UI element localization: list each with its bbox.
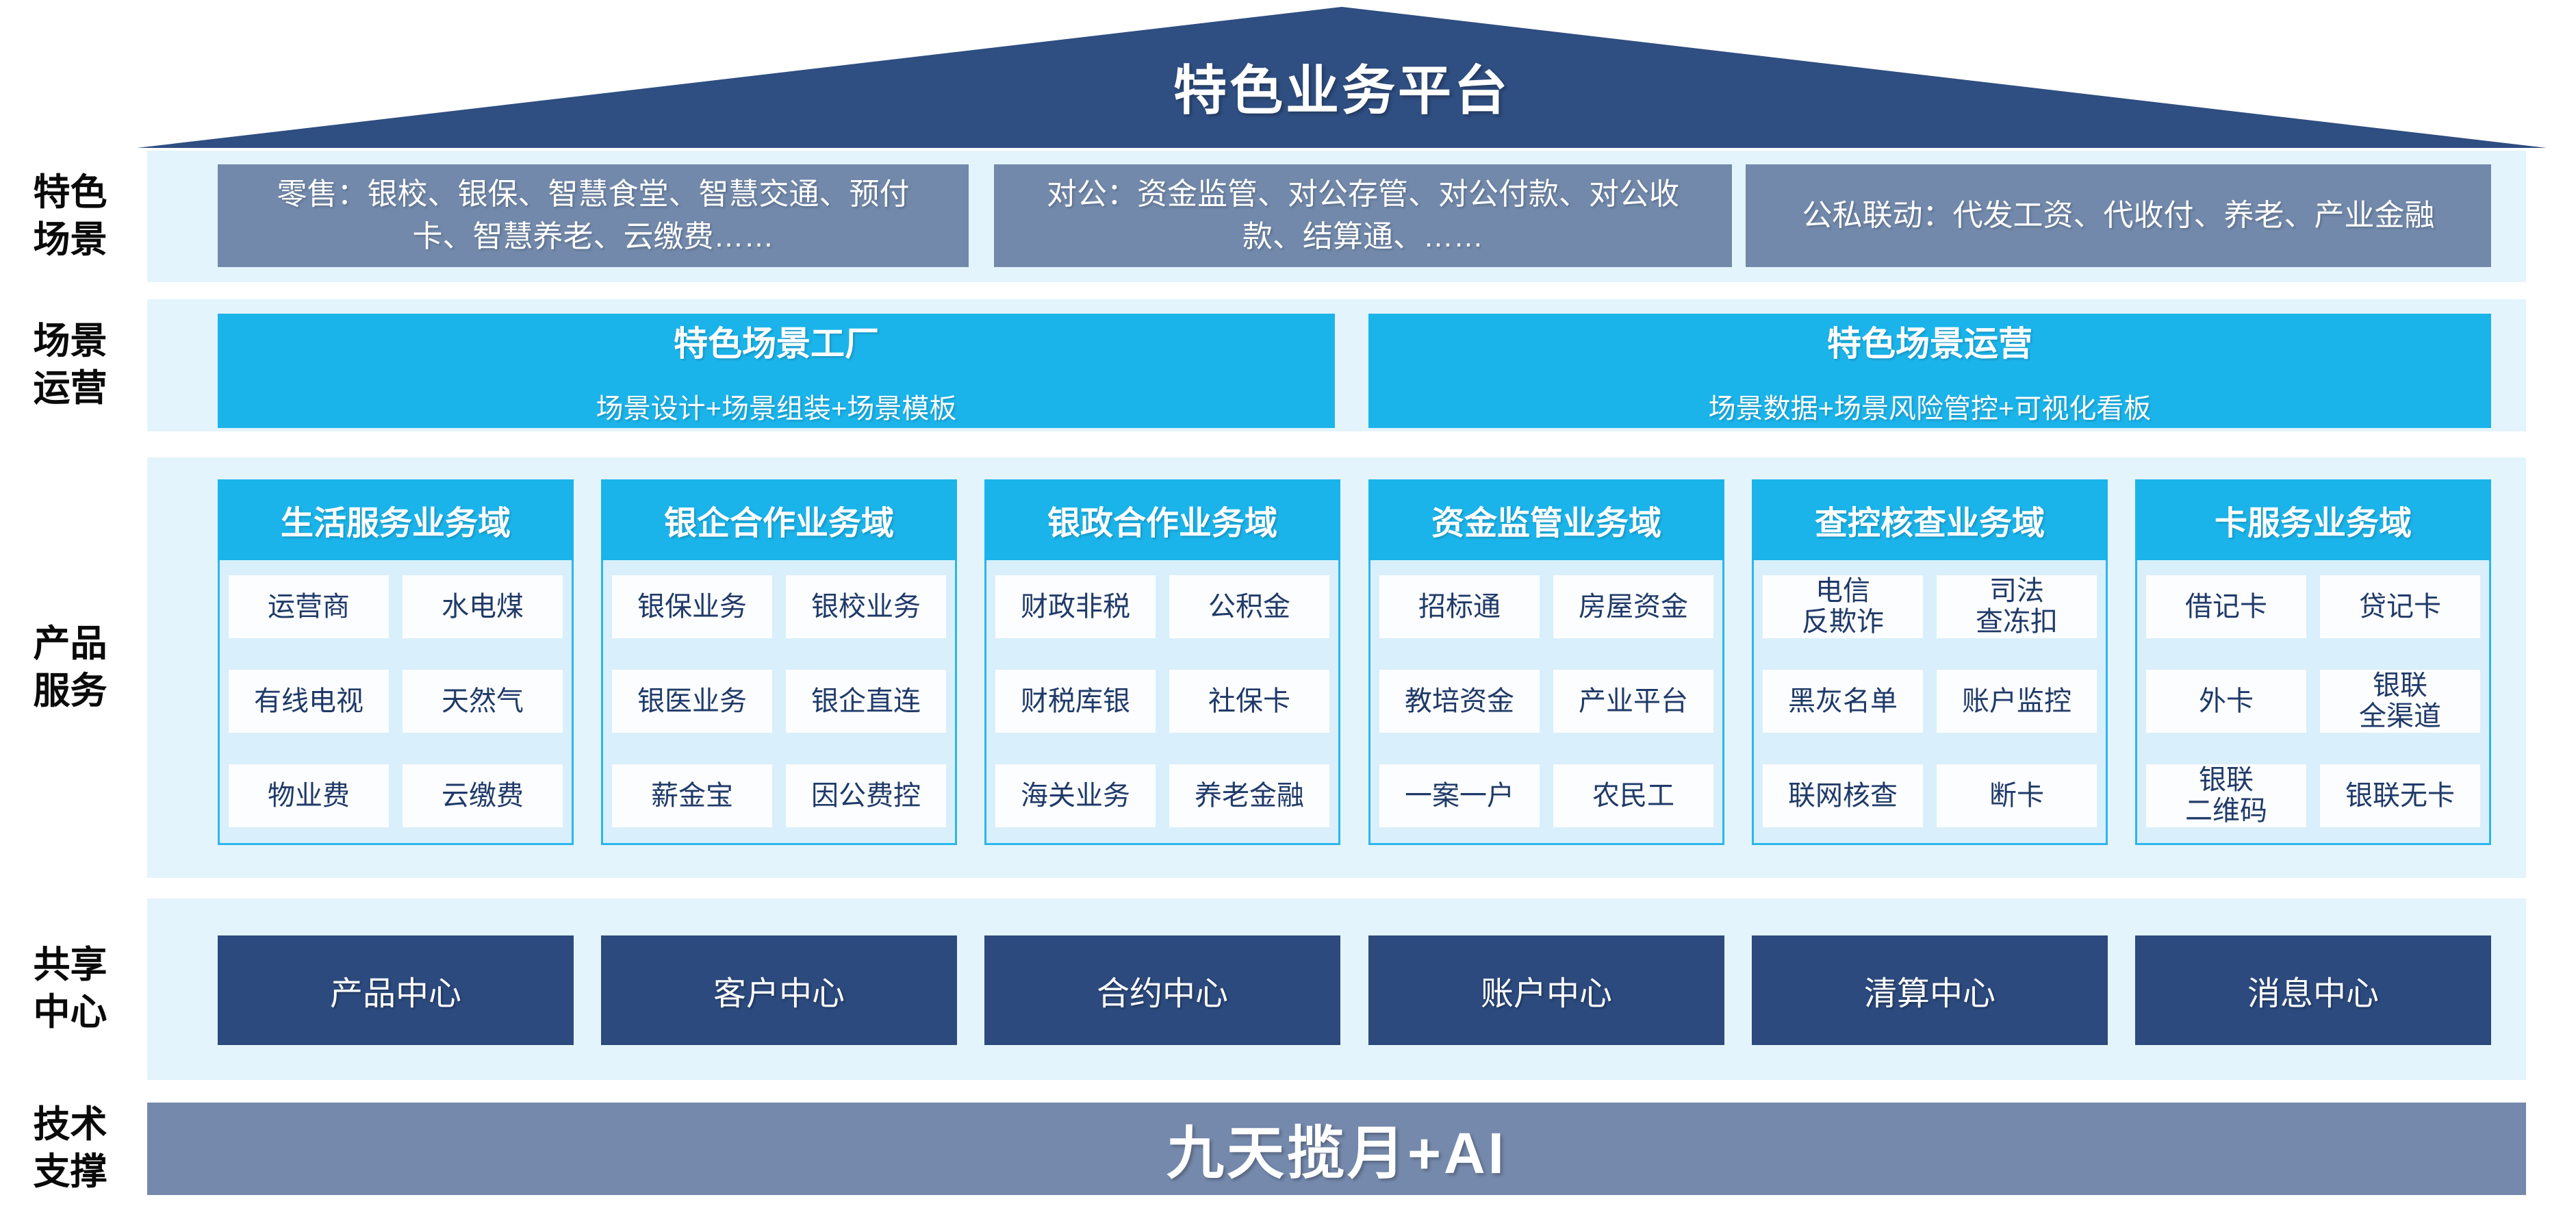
product-cell: 农民工 (1553, 764, 1713, 827)
product-cell: 公积金 (1169, 575, 1329, 638)
product-cell: 银联无卡 (2320, 764, 2480, 827)
product-cell: 一案一户 (1379, 764, 1540, 827)
scene-box-corporate: 对公：资金监管、对公存管、对公付款、对公收 款、结算通、…… (994, 164, 1732, 267)
share-center-account: 账户中心 (1368, 935, 1724, 1045)
page-title: 特色业务平台 (1173, 60, 1510, 121)
product-column-header: 资金监管业务域 (1368, 479, 1724, 560)
product-column-header: 卡服务业务域 (2135, 479, 2491, 560)
side-label-products: 产品 服务 (33, 623, 107, 712)
product-cell: 银企直连 (786, 670, 946, 733)
operation-box-subtitle: 场景设计+场景组装+场景模板 (596, 393, 957, 424)
share-center-clearing: 清算中心 (1752, 935, 2108, 1045)
product-cell: 财税库银 (995, 670, 1156, 733)
product-cell: 银保业务 (612, 575, 772, 638)
product-cell: 因公费控 (786, 764, 946, 827)
product-cell: 物业费 (229, 764, 389, 827)
product-column-header: 查控核查业务域 (1752, 479, 2108, 560)
scene-box-linkage: 公私联动：代发工资、代收付、养老、产业金融 (1746, 164, 2491, 267)
operation-box-subtitle: 场景数据+场景风险管控+可视化看板 (1708, 393, 2152, 424)
side-label-share: 共享 中心 (33, 944, 107, 1033)
product-cell: 海关业务 (995, 764, 1156, 827)
product-cell: 房屋资金 (1553, 575, 1713, 638)
product-cell: 招标通 (1379, 575, 1540, 638)
product-cell: 电信 反欺诈 (1763, 575, 1923, 638)
product-cell: 银联 二维码 (2146, 764, 2306, 827)
product-cell: 养老金融 (1169, 764, 1329, 827)
scene-box-retail: 零售：银校、银保、智慧食堂、智慧交通、预付 卡、智慧养老、云缴费…… (218, 164, 969, 267)
side-label-tech: 技术 支撑 (33, 1103, 107, 1192)
product-cell: 薪金宝 (612, 764, 772, 827)
tech-support-bar: 九天揽月+AI (147, 1103, 2526, 1195)
share-center-customer: 客户中心 (601, 935, 957, 1045)
share-center-message: 消息中心 (2135, 935, 2491, 1045)
operation-box-title: 特色场景工厂 (674, 324, 879, 363)
product-cell: 断卡 (1937, 764, 2097, 827)
side-label-scene: 特色 场景 (33, 171, 107, 260)
operation-box-title: 特色场景运营 (1827, 324, 2032, 363)
product-cell: 黑灰名单 (1763, 670, 1923, 733)
product-cell: 水电煤 (403, 575, 563, 638)
product-cell: 云缴费 (403, 764, 563, 827)
product-cell: 财政非税 (995, 575, 1156, 638)
product-column-header: 生活服务业务域 (218, 479, 574, 560)
operation-box-operation: 特色场景运营 场景数据+场景风险管控+可视化看板 (1368, 314, 2491, 428)
product-cell: 产业平台 (1553, 670, 1713, 733)
product-cell: 有线电视 (229, 670, 389, 733)
product-cell: 银校业务 (786, 575, 946, 638)
roof-banner: 特色业务平台 (137, 7, 2547, 148)
product-cell: 银医业务 (612, 670, 772, 733)
product-cell: 天然气 (403, 670, 563, 733)
product-cell: 教培资金 (1379, 670, 1540, 733)
product-cell: 联网核查 (1763, 764, 1923, 827)
operation-box-factory: 特色场景工厂 场景设计+场景组装+场景模板 (218, 314, 1335, 428)
product-cell: 借记卡 (2146, 575, 2306, 638)
product-cell: 银联 全渠道 (2320, 670, 2480, 733)
product-cell: 外卡 (2146, 670, 2306, 733)
product-cell: 司法 查冻扣 (1937, 575, 2097, 638)
share-center-contract: 合约中心 (984, 935, 1340, 1045)
share-center-product: 产品中心 (218, 935, 574, 1045)
product-cell: 运营商 (229, 575, 389, 638)
product-column-header: 银企合作业务域 (601, 479, 957, 560)
side-label-operation: 场景 运营 (33, 320, 107, 409)
product-cell: 贷记卡 (2320, 575, 2480, 638)
product-cell: 账户监控 (1937, 670, 2097, 733)
product-column-header: 银政合作业务域 (984, 479, 1340, 560)
product-cell: 社保卡 (1169, 670, 1329, 733)
